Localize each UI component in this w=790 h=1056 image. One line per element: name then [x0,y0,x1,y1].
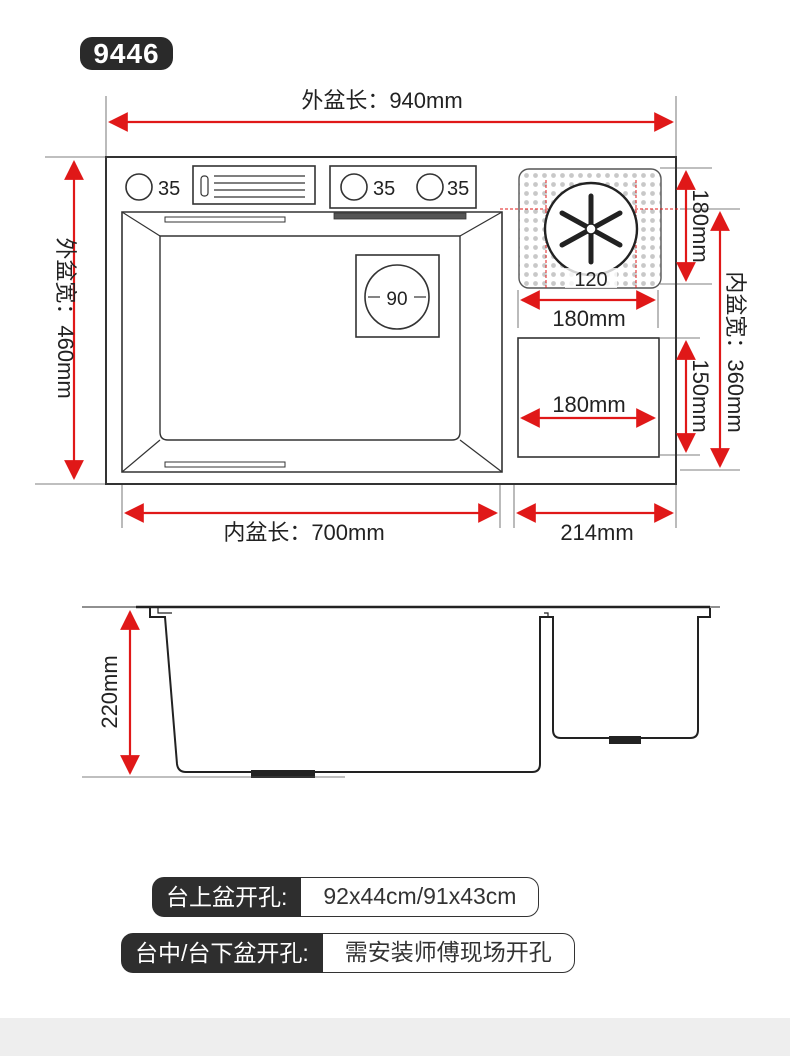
outer-width-label: 外盆宽：460mm [53,237,78,398]
countertop-cutout-value: 92x44cm/91x43cm [301,877,540,917]
svg-text:35: 35 [373,178,395,200]
inner-width-label: 内盆宽：360mm [723,271,748,432]
outer-sink-outline [105,156,677,485]
board-height-label: 150mm [688,359,713,432]
countertop-cutout-label: 台上盆开孔: [152,877,302,917]
extension-lines [35,96,740,528]
faucet-hole-middle: 35 [340,173,395,201]
svg-text:35: 35 [447,178,469,200]
svg-text:35: 35 [158,178,180,200]
cup-rinser: 120 [500,168,680,291]
outer-length-label: 外盆长：940mm [301,88,462,113]
main-basin [121,211,503,473]
rinser-height-label: 180mm [688,189,713,262]
svg-text:120: 120 [574,269,607,291]
soap-tray [192,165,316,205]
undermount-cutout-row: 台中/台下盆开孔: 需安装师傅现场开孔 [121,933,575,973]
board-width-label: 180mm [552,392,625,417]
undermount-cutout-value: 需安装师傅现场开孔 [322,933,575,973]
drain: 90 [355,254,440,338]
depth-label: 220mm [97,655,122,728]
model-badge: 9446 [80,37,173,70]
sink-side-profile [82,605,720,778]
faucet-hole-left: 35 [125,173,180,201]
side-length-label: 214mm [560,520,633,545]
inner-length-label: 内盆长：700mm [223,520,384,545]
undermount-cutout-label: 台中/台下盆开孔: [121,933,323,973]
countertop-cutout-row: 台上盆开孔: 92x44cm/91x43cm [152,877,540,917]
svg-text:90: 90 [386,289,407,310]
faucet-hole-right: 35 [416,173,469,201]
faucet-deck-plate [329,165,477,209]
bottom-bar [0,1018,790,1056]
rinser-width-label: 180mm [552,306,625,331]
side-board [517,337,660,458]
